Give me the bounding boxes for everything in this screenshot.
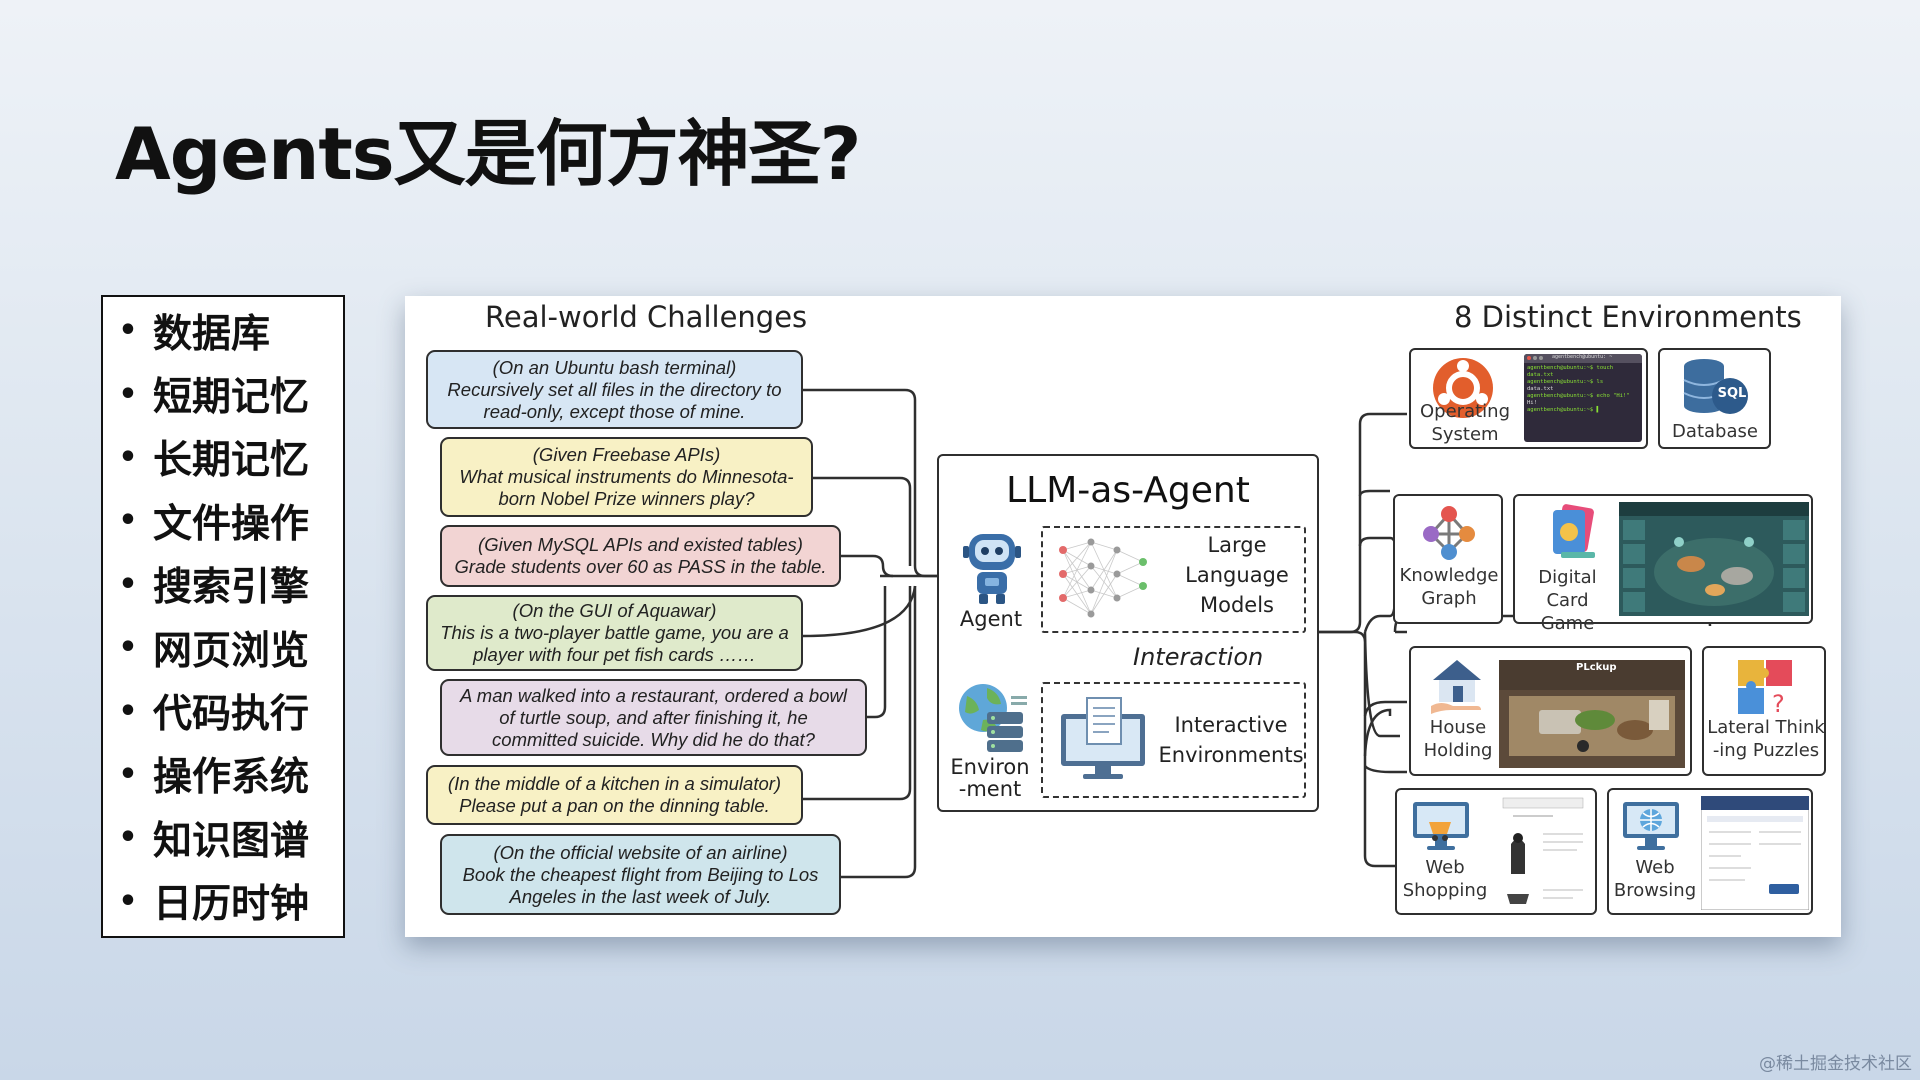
- challenge-card: (In the middle of a kitchen in a simulat…: [426, 765, 803, 825]
- card-game-icon: [1553, 504, 1595, 558]
- challenge-card: (On an Ubuntu bash terminal)Recursively …: [426, 350, 803, 429]
- browser-icon: [1623, 802, 1679, 850]
- challenge-card: A man walked into a restaurant, ordered …: [440, 679, 867, 756]
- slide-title: Agents又是何方神圣?: [115, 112, 861, 196]
- house-icon: [1431, 660, 1481, 714]
- challenge-card: (Given Freebase APIs)What musical instru…: [440, 437, 813, 517]
- terminal-titlebar: agentbench@ubuntu: ~: [1524, 354, 1642, 363]
- computer-document-icon: [1061, 697, 1145, 779]
- challenge-card: (On the official website of an airline)B…: [440, 834, 841, 915]
- agentbench-figure: Real-world Challenges 8 Distinct Environ…: [405, 296, 1841, 937]
- lateral-label: Lateral Think-ing Puzzles: [1707, 717, 1825, 761]
- right-section-title: 8 Distinct Environments: [1454, 300, 1802, 334]
- challenge-card: (On the GUI of Aquawar)This is a two-pla…: [426, 595, 803, 671]
- topic-item: •数据库: [118, 311, 271, 357]
- llm-as-agent-panel: LLM-as-Agent Agent Environ-ment: [937, 454, 1319, 812]
- sql-badge: SQL: [1717, 386, 1747, 401]
- topic-item: •代码执行: [118, 692, 310, 738]
- shopping-icon: [1413, 802, 1469, 850]
- svg-text:?: ?: [1772, 690, 1785, 716]
- database-icon: [1683, 359, 1748, 414]
- topic-item: •网页浏览: [118, 628, 310, 674]
- env-lateral-thinking: ? Lateral Think-ing Puzzles: [1702, 646, 1826, 776]
- ubuntu-icon: [1433, 358, 1493, 418]
- kitchen-screenshot: [1499, 660, 1685, 768]
- topic-item: •文件操作: [118, 501, 310, 547]
- interaction-label: Interaction: [1133, 643, 1264, 671]
- topic-item: •知识图谱: [118, 818, 310, 864]
- panel-title: LLM-as-Agent: [1006, 470, 1250, 511]
- globe-server-icon: [959, 684, 1027, 752]
- topic-item: •短期记忆: [118, 375, 310, 421]
- terminal-window: agentbench@ubuntu: ~ agentbench@ubuntu:~…: [1524, 354, 1642, 442]
- aquawar-screenshot: [1619, 502, 1809, 616]
- pickup-label: PLckup: [1576, 662, 1617, 673]
- env-database: SQL Database: [1658, 348, 1771, 449]
- topic-item: •日历时钟: [118, 882, 310, 928]
- challenge-card: (Given MySQL APIs and existed tables)Gra…: [440, 525, 841, 587]
- watermark: @稀土掘金技术社区: [1759, 1054, 1912, 1074]
- robot-icon: [963, 534, 1021, 604]
- browsing-page-screenshot: [1701, 796, 1809, 910]
- environment-label: Environ-ment: [950, 755, 1030, 801]
- left-section-title: Real-world Challenges: [485, 300, 808, 334]
- puzzle-icon: ?: [1738, 660, 1792, 716]
- topic-list: •数据库 •短期记忆 •长期记忆 •文件操作 •搜索引擎 •网页浏览 •代码执行…: [101, 295, 345, 938]
- shopping-page-screenshot: [1493, 794, 1593, 910]
- topic-item: •长期记忆: [118, 438, 310, 484]
- neural-network-icon: [1059, 538, 1147, 618]
- database-label: Database: [1672, 421, 1758, 442]
- topic-item: •搜索引擎: [118, 565, 310, 611]
- agent-label: Agent: [959, 607, 1023, 631]
- terminal-content: agentbench@ubuntu:~$ touch data.txt agen…: [1527, 365, 1630, 413]
- knowledge-graph-icon: [1423, 506, 1475, 560]
- topic-item: •操作系统: [118, 755, 310, 801]
